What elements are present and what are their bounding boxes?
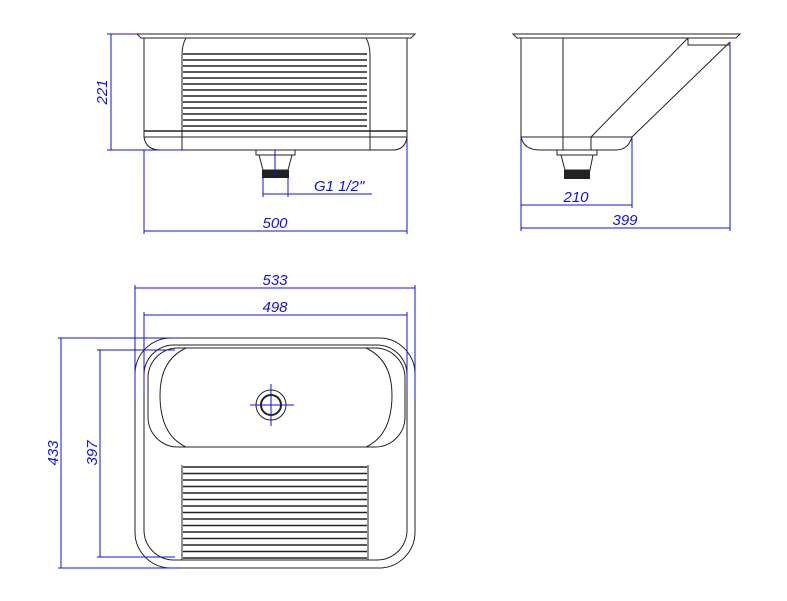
side-view: 210 399	[511, 33, 742, 231]
top-bowl	[147, 347, 406, 448]
dim-label-533: 533	[262, 272, 288, 289]
dim-label-500: 500	[262, 215, 288, 232]
front-ribs	[183, 53, 367, 127]
front-bottom	[143, 136, 408, 151]
dim-label-221: 221	[94, 79, 111, 105]
front-body	[143, 38, 408, 138]
top-outer-rim	[134, 337, 416, 569]
dim-label-210: 210	[562, 189, 589, 206]
dim-label-433: 433	[45, 440, 62, 466]
top-view: 533 498 433 397	[45, 272, 416, 569]
dim-label-498: 498	[262, 299, 288, 316]
side-rim	[511, 33, 742, 39]
front-view: 221 500 G1 1/2"	[94, 33, 417, 234]
top-ribs	[183, 466, 367, 559]
dim-label-399: 399	[612, 212, 638, 229]
dim-label-397: 397	[84, 440, 101, 466]
front-rim	[135, 33, 417, 39]
dim-label-drain: G1 1/2"	[314, 178, 365, 195]
